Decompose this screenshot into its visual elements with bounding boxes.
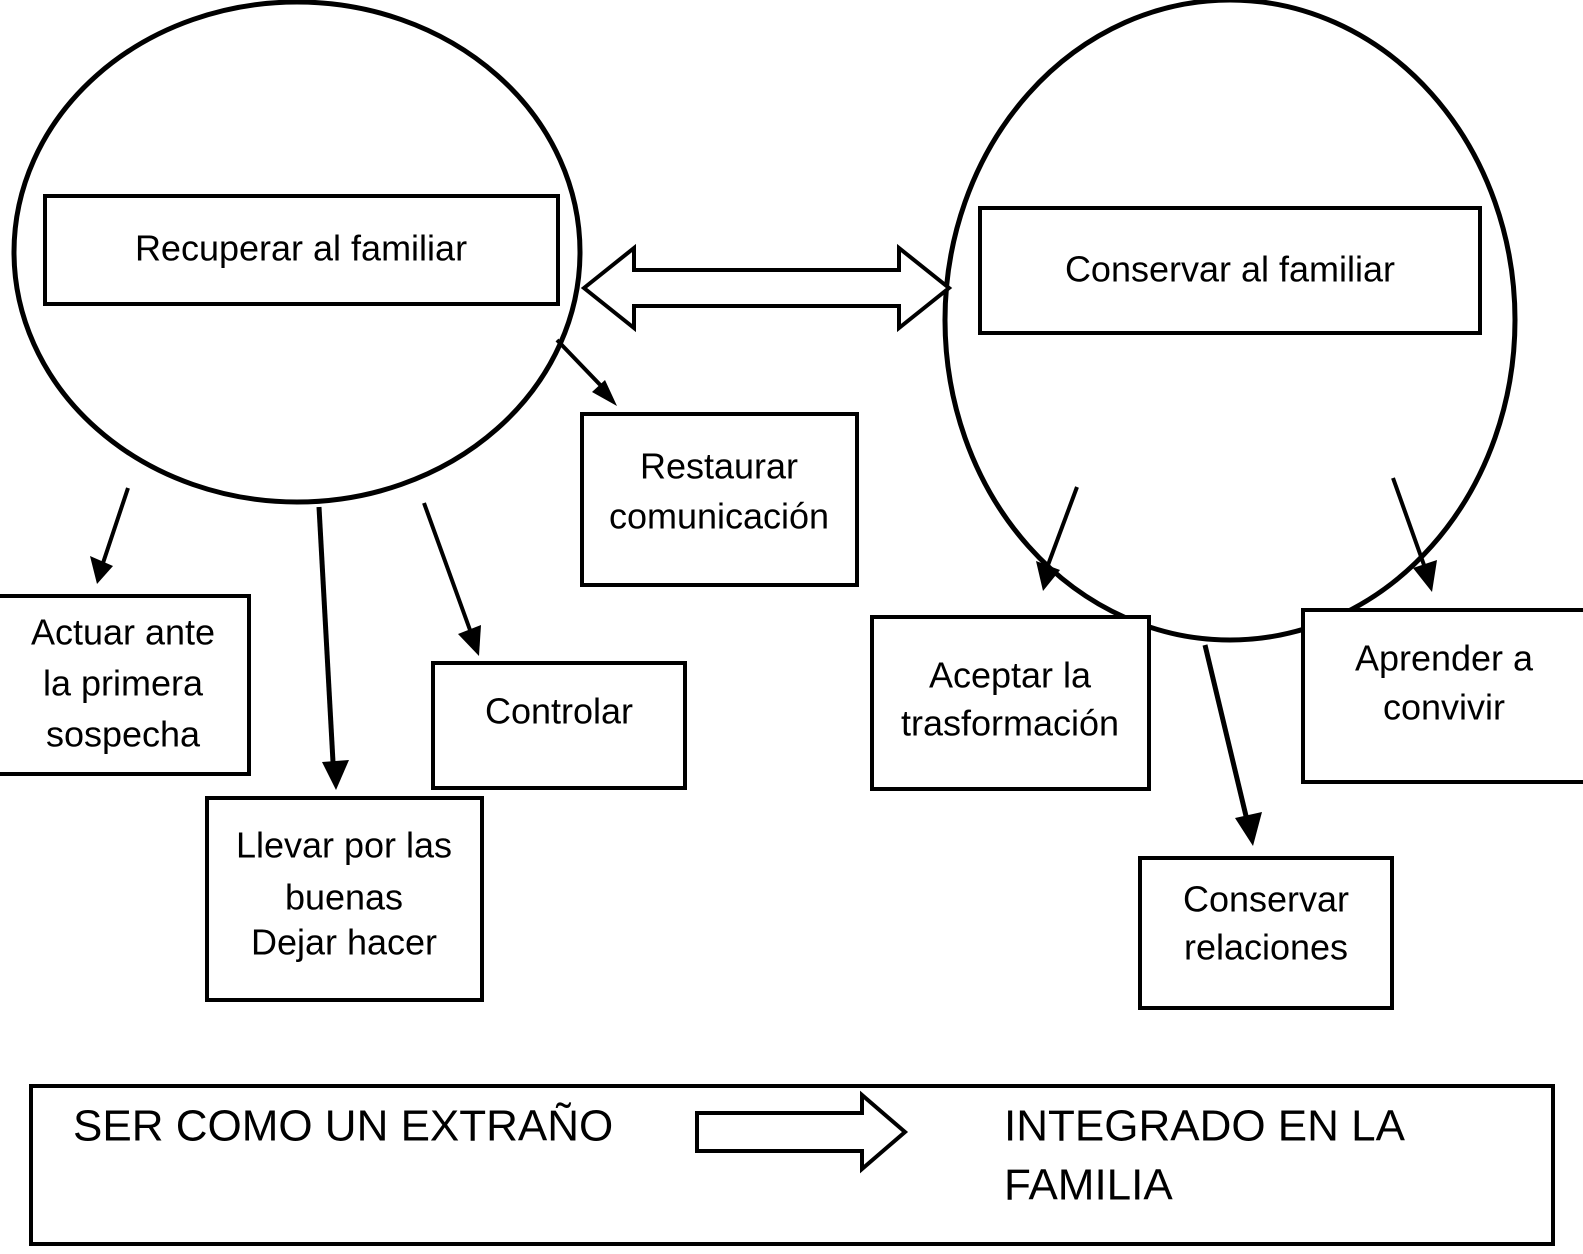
aprender-box-line-2: convivir	[1383, 687, 1505, 728]
edge-recuperar-to-controlar-arrowhead	[458, 625, 481, 656]
aceptar-box-line-2: trasformación	[901, 703, 1119, 744]
edge-conservar-to-aprender	[1391, 477, 1426, 566]
edge-recuperar-to-llevar	[316, 506, 336, 763]
edge-conservar-to-relaciones	[1202, 644, 1249, 817]
conservar-relaciones-line-1: Conservar	[1183, 879, 1349, 920]
conservar-label-box	[978, 206, 1482, 335]
edge-recuperar-to-controlar	[422, 502, 472, 631]
edge-recuperar-to-restaurar	[555, 338, 609, 394]
recuperar-label-box	[43, 194, 560, 306]
actuar-box-line-1: Actuar ante	[31, 612, 215, 653]
restaurar-box	[580, 412, 859, 587]
conservar-relaciones-box	[1138, 856, 1394, 1010]
edge-recuperar-to-actuar-arrowhead	[90, 556, 113, 584]
actuar-box-line-2: la primera	[43, 663, 204, 704]
edge-conservar-to-aceptar	[1046, 486, 1079, 566]
edge-recuperar-to-actuar	[101, 487, 130, 564]
edge-conservar-to-aprender-arrowhead	[1413, 560, 1437, 592]
conservar-relaciones-line-2: relaciones	[1184, 927, 1348, 968]
edge-recuperar-to-llevar-arrowhead	[322, 760, 349, 790]
llevar-box	[205, 796, 484, 1002]
conservar-label-text: Conservar al familiar	[1065, 249, 1395, 290]
edge-conservar-to-relaciones-arrowhead	[1235, 812, 1262, 846]
restaurar-box-line-1: Restaurar	[640, 446, 798, 487]
edge-recuperar-to-restaurar-arrowhead	[592, 380, 617, 406]
recuperar-label-text: Recuperar al familiar	[135, 228, 467, 269]
double-headed-arrow-icon	[580, 243, 953, 333]
controlar-box	[431, 661, 687, 790]
banner-left-text: SER COMO UN EXTRAÑO	[73, 1101, 613, 1151]
aprender-box	[1301, 608, 1583, 784]
edge-conservar-to-aceptar-arrowhead	[1036, 561, 1060, 591]
actuar-box-line-3: sospecha	[46, 714, 201, 755]
aprender-box-line-1: Aprender a	[1355, 638, 1534, 679]
actuar-box	[0, 594, 251, 776]
llevar-box-line-3: Dejar hacer	[251, 922, 437, 963]
aceptar-box	[870, 615, 1151, 791]
banner-right-text-line-2: FAMILIA	[1004, 1161, 1173, 1210]
llevar-box-line-2: buenas	[285, 877, 403, 918]
llevar-box-line-1: Llevar por las	[236, 825, 452, 866]
aceptar-box-line-1: Aceptar la	[929, 655, 1092, 696]
restaurar-box-line-2: comunicación	[609, 496, 829, 537]
banner-right-text-line-1: INTEGRADO EN LA	[1004, 1102, 1406, 1151]
controlar-box-line-1: Controlar	[485, 691, 633, 732]
right-arrow-icon	[695, 1090, 909, 1174]
